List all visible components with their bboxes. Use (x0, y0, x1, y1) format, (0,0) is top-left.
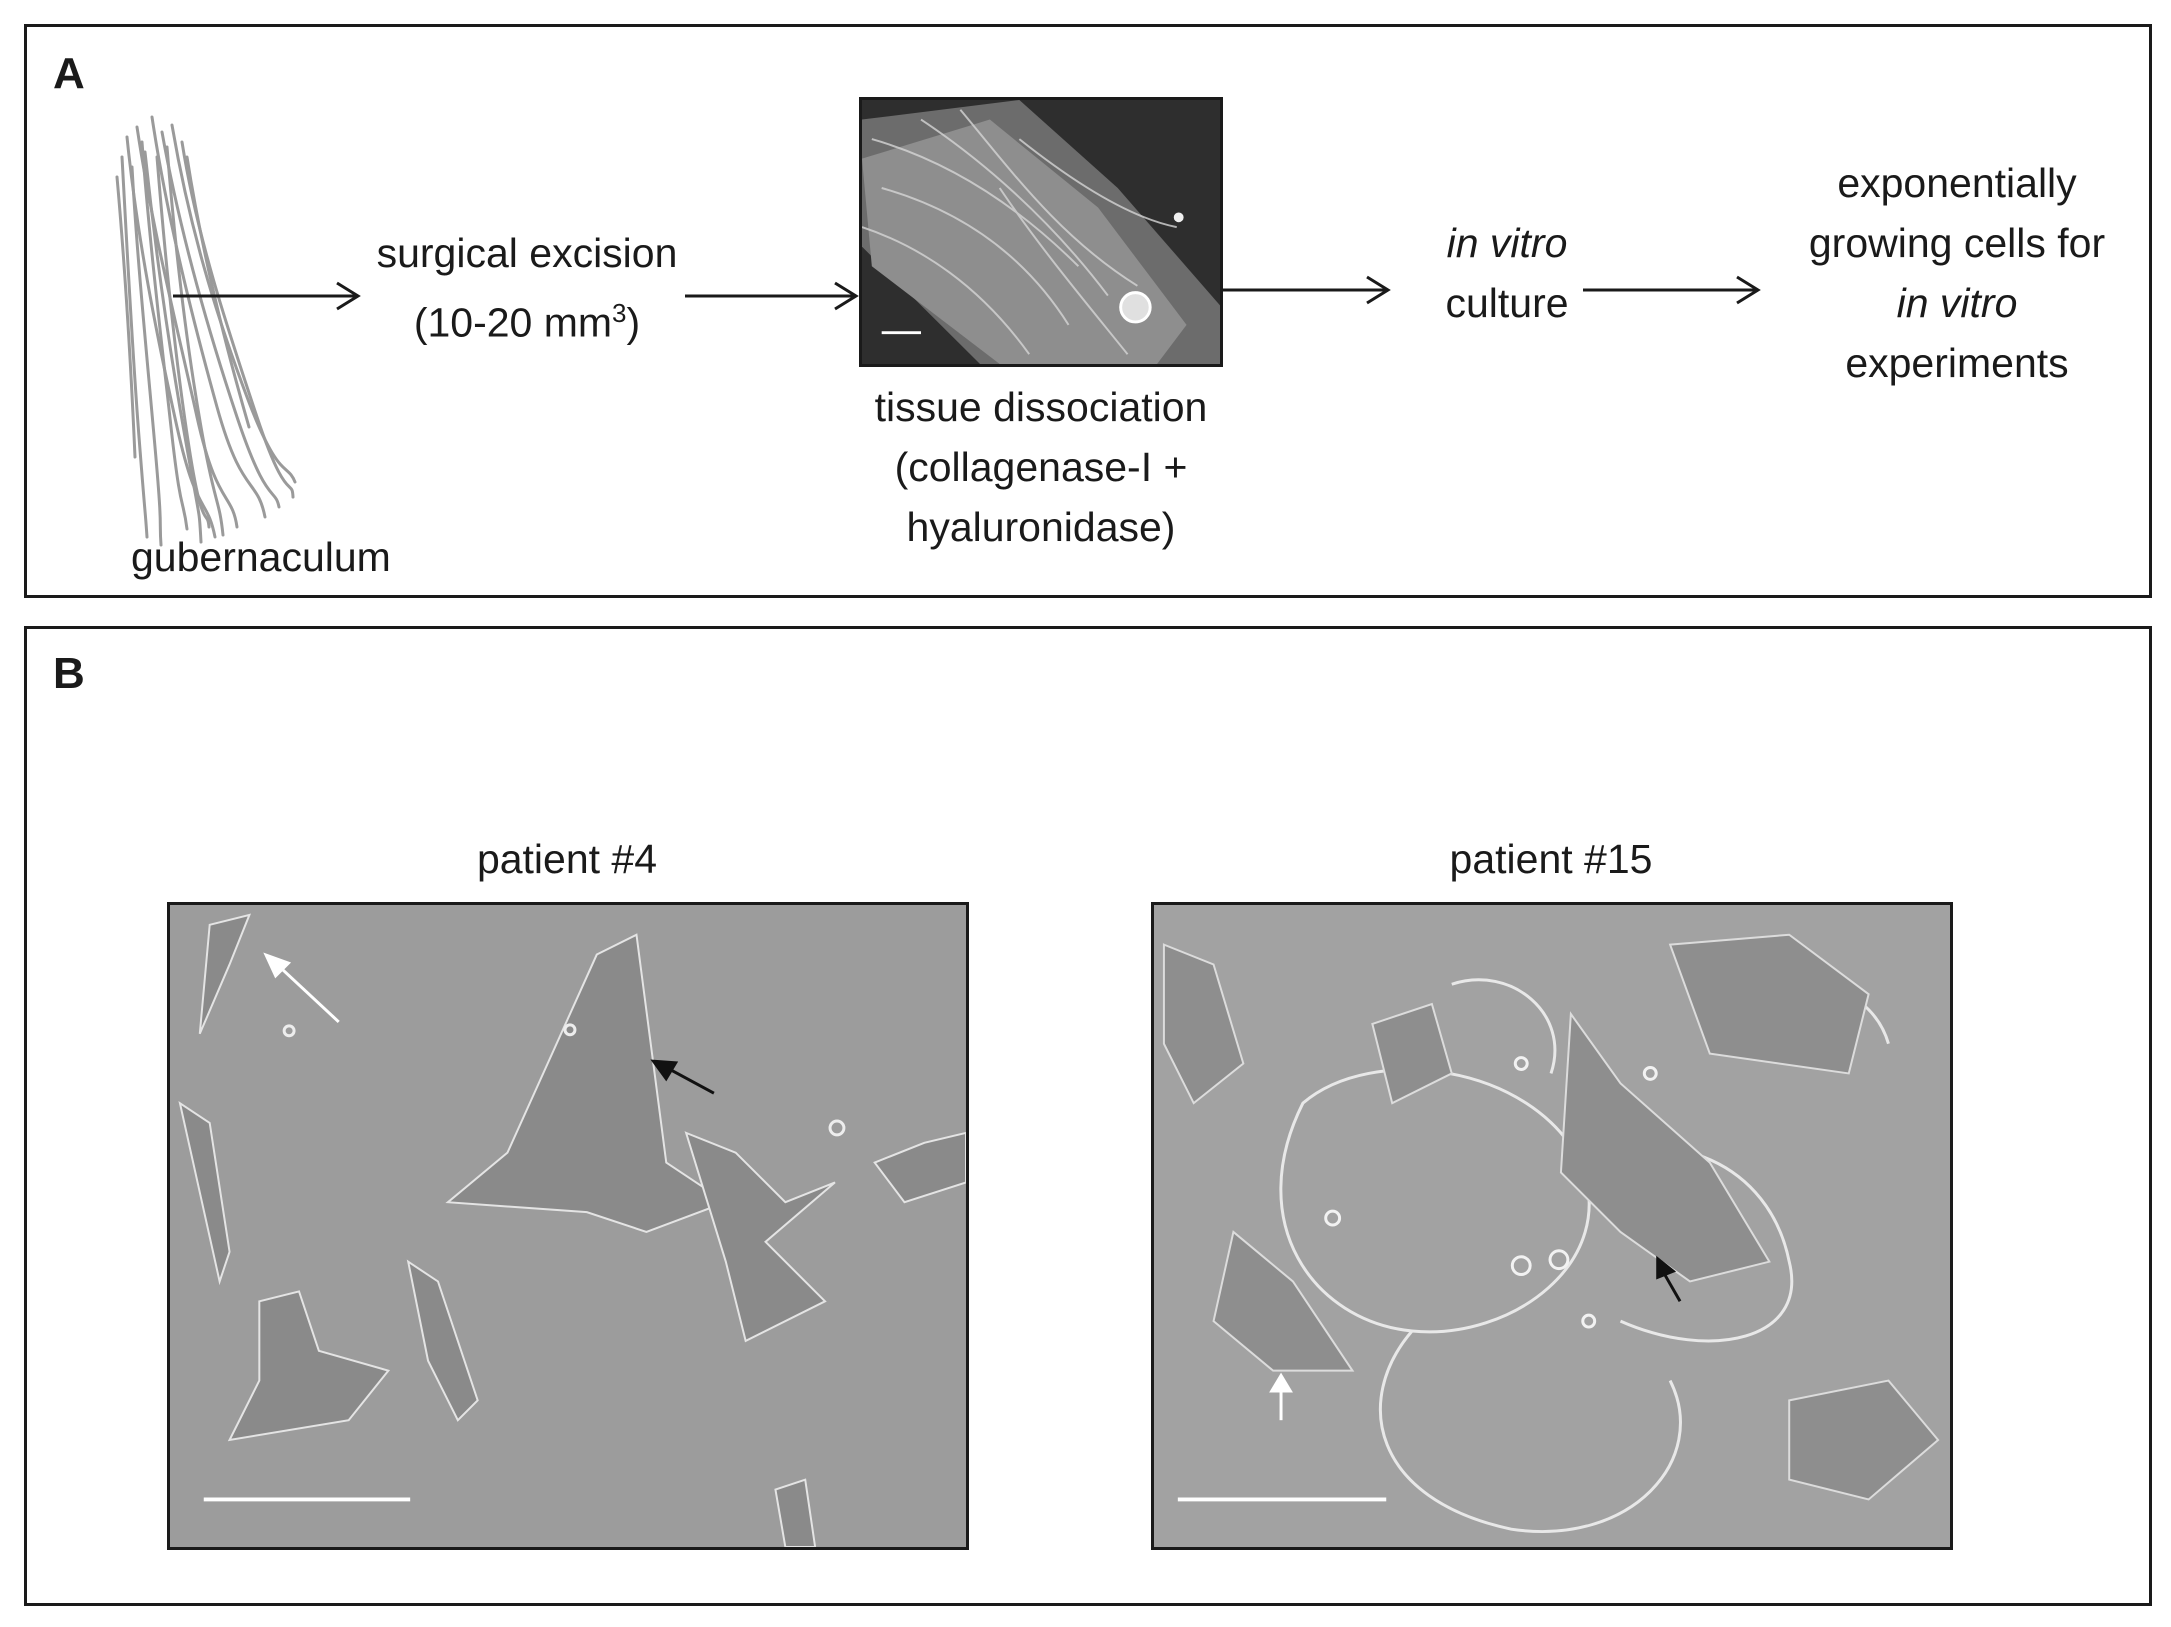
arrow-to-culture (1223, 275, 1393, 305)
result-line3: in vitro (1897, 280, 2018, 326)
dissociation-line1: tissue dissociation (863, 377, 1219, 437)
patient-15-micrograph (1151, 902, 1953, 1550)
patient-15-title: patient #15 (1151, 829, 1951, 889)
panel-a: A gubernaculum surgical excision (10-20 … (24, 24, 2152, 598)
arrow-to-dissociation (685, 281, 875, 311)
result-line2: growing cells for (1767, 213, 2147, 273)
panel-a-letter: A (53, 49, 85, 99)
culture-line2: culture (1407, 273, 1607, 333)
arrow-to-excision (173, 281, 363, 311)
result-label: exponentially growing cells for in vitro… (1767, 153, 2147, 393)
excision-label: surgical excision (10-20 mm3) (347, 223, 707, 353)
culture-label: in vitro culture (1407, 213, 1607, 333)
panel-b-letter: B (53, 649, 85, 699)
dissociation-line2: (collagenase-I + (863, 437, 1219, 497)
excision-line1: surgical excision (347, 223, 707, 283)
dissociation-label: tissue dissociation (collagenase-I + hya… (863, 377, 1219, 557)
tissue-dissociation-micrograph (859, 97, 1223, 367)
culture-line1: in vitro (1447, 220, 1568, 266)
patient-4-title: patient #4 (167, 829, 967, 889)
arrow-to-result (1583, 275, 1763, 305)
gubernaculum-label: gubernaculum (131, 527, 391, 587)
result-line1: exponentially (1767, 153, 2147, 213)
panel-b: B patient #4 patient #15 (24, 626, 2152, 1606)
excision-line2: (10-20 mm3) (347, 283, 707, 353)
dissociation-line3: hyaluronidase) (863, 497, 1219, 557)
patient-4-micrograph (167, 902, 969, 1550)
gubernaculum-illustration (97, 97, 317, 557)
result-line4: experiments (1767, 333, 2147, 393)
